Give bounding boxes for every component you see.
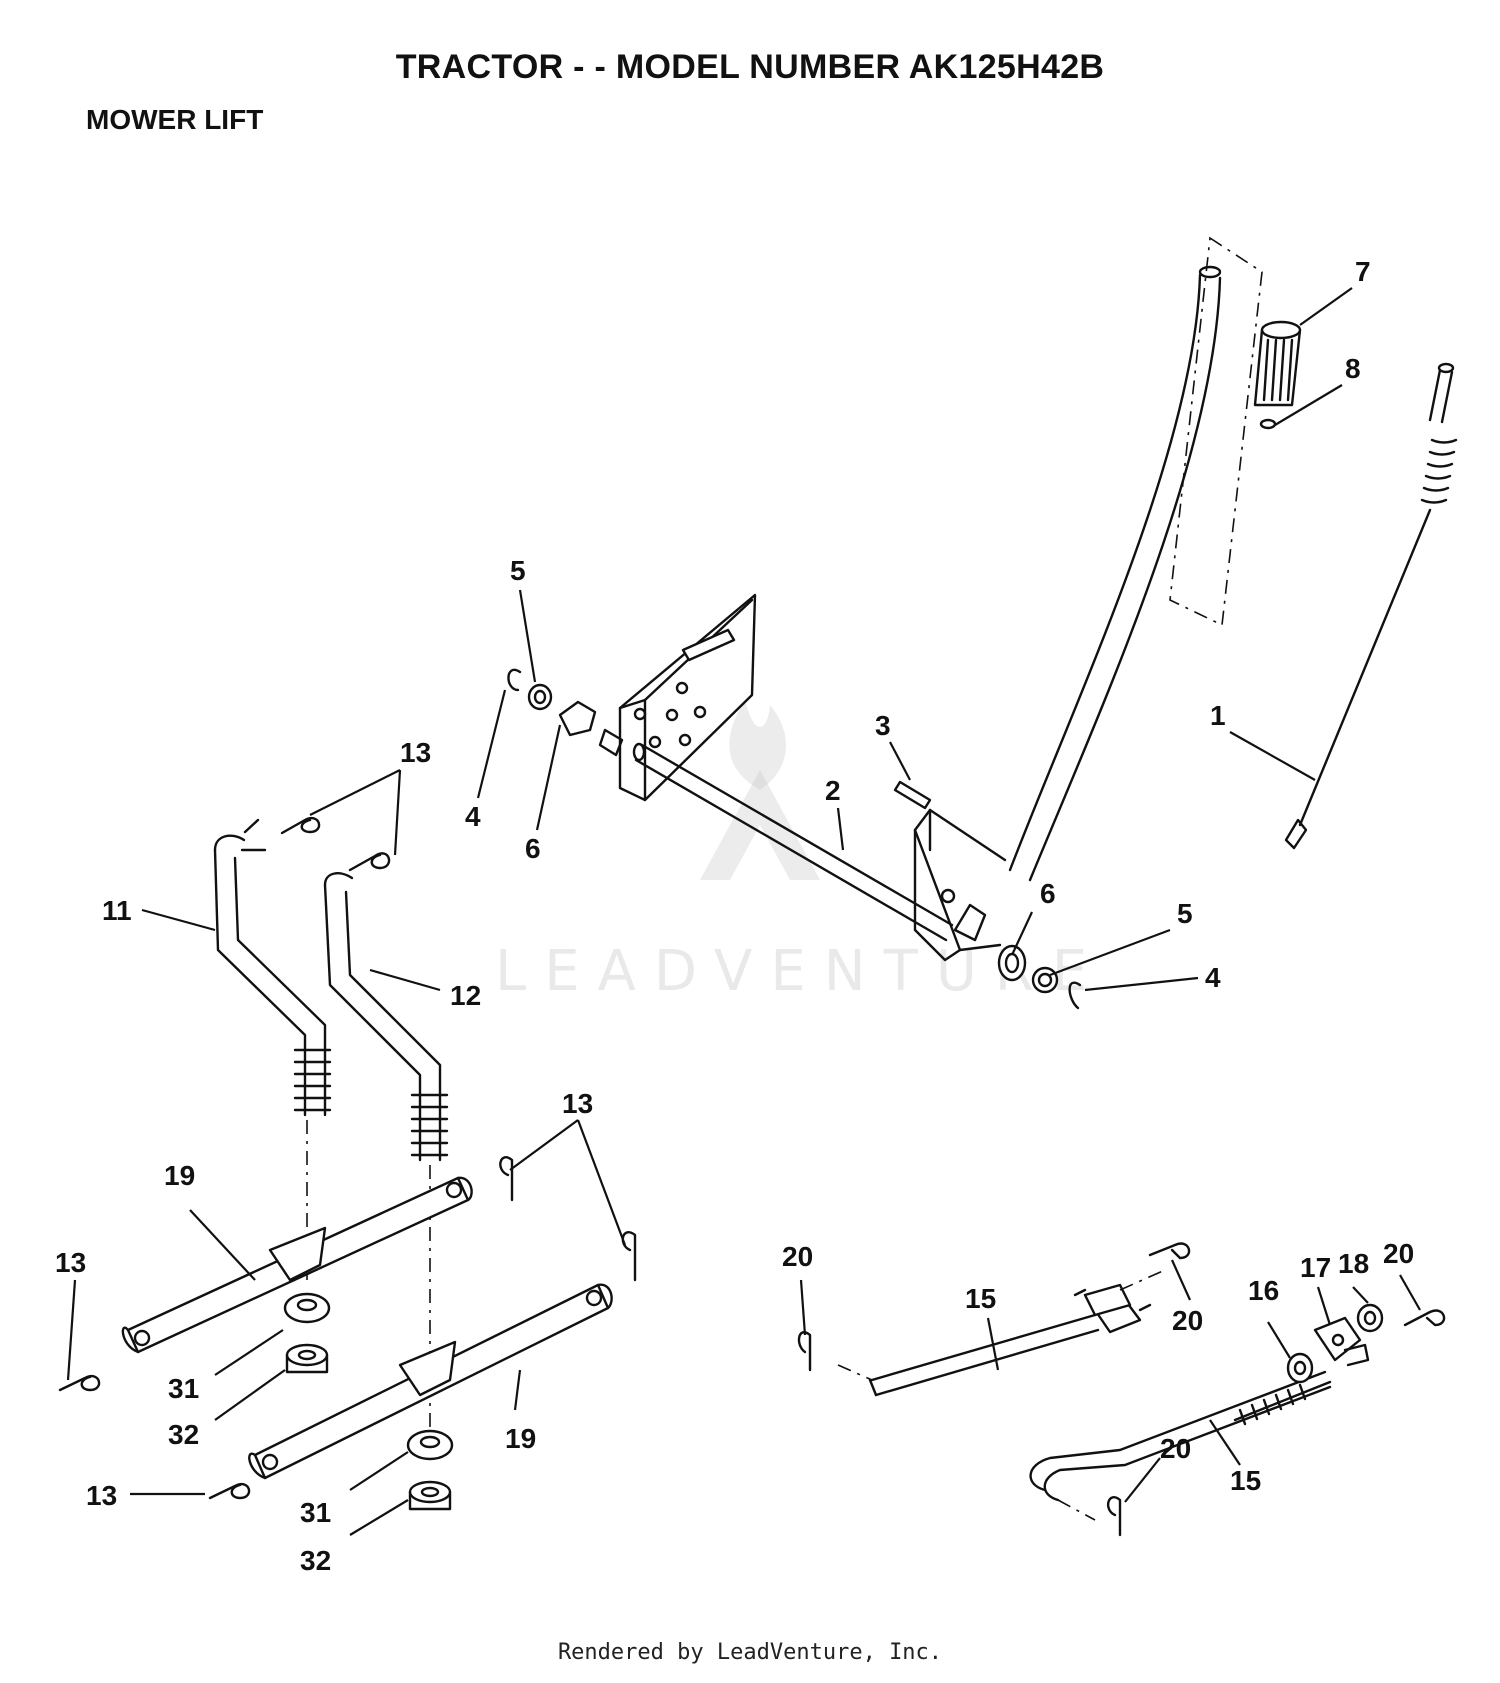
grip-position-outline [1169,236,1263,627]
rod-alignment-top [1119,1269,1166,1291]
watermark-logo [700,700,820,880]
callout-13-left: 13 [55,1247,86,1278]
left-bushing-set [507,668,597,737]
callout-32-lower: 32 [300,1545,331,1576]
callout-12: 12 [450,980,481,1011]
callout-15-lower: 15 [1230,1465,1261,1496]
lower-hairpins [58,1375,251,1500]
upper-hairpins [280,817,391,872]
rod-alignment-bottom [1057,1499,1096,1521]
adjustment-rod-upper [868,1283,1152,1397]
callout-2: 2 [825,775,841,806]
adjustment-rod-lower [1029,1370,1332,1502]
callout-11: 11 [102,895,132,926]
footer-credit: Rendered by LeadVenture, Inc. [557,1640,943,1665]
section-title: MOWER LIFT [86,104,264,135]
callout-5-left: 5 [510,555,526,586]
lift-link-rod-right [323,872,449,1162]
callout-13-mid: 13 [562,1088,593,1119]
lift-rod [1284,362,1458,850]
mounting-plate [618,593,757,802]
callout-31-lower: 31 [300,1497,331,1528]
rod-alignment-left [837,1364,873,1381]
callout-20-mid: 20 [1172,1305,1203,1336]
callout-4-left: 4 [465,801,481,832]
callout-18: 18 [1338,1248,1369,1279]
lift-link-rod-left [213,818,332,1117]
handle-grip [1253,320,1302,430]
callout-16: 16 [1248,1275,1279,1306]
key [893,780,932,810]
callout-4-right: 4 [1205,962,1221,993]
watermark-text: LEADVENTURE [495,939,1105,1004]
callout-15-upper: 15 [965,1283,996,1314]
lift-arm-lower [248,1283,613,1480]
callout-6-left: 6 [525,833,541,864]
callout-20-left: 20 [782,1241,813,1272]
lower-washer-nut [406,1429,454,1511]
leader-lines [66,287,1421,1536]
lift-arm-upper [121,1176,473,1354]
upper-washer-nut [283,1292,331,1374]
callout-19-lower: 19 [505,1423,536,1454]
mid-hairpins [499,1156,637,1282]
callout-3: 3 [875,710,891,741]
diagram-title: TRACTOR - - MODEL NUMBER AK125H42B [395,48,1105,86]
callout-20-right: 20 [1383,1238,1414,1269]
callout-19-upper: 19 [164,1160,195,1191]
callout-1: 1 [1210,700,1226,731]
callout-31-upper: 31 [168,1373,199,1404]
callout-labels: 7 8 1 5 4 6 3 2 6 5 4 13 11 12 13 19 13 … [55,256,1414,1576]
lift-shaft [598,728,954,942]
callout-6-right: 6 [1040,878,1056,909]
trunnion-assembly [1286,1303,1384,1384]
callout-20-bottom: 20 [1160,1433,1191,1464]
callout-5-right: 5 [1177,898,1193,929]
callout-7: 7 [1355,256,1371,287]
clip-pins [797,1242,1446,1537]
callout-13-top: 13 [400,737,431,768]
callout-13-bottom: 13 [86,1480,117,1511]
callout-8: 8 [1345,353,1361,384]
lift-handle [913,265,1222,962]
callout-17: 17 [1300,1252,1331,1283]
callout-32-upper: 32 [168,1419,199,1450]
